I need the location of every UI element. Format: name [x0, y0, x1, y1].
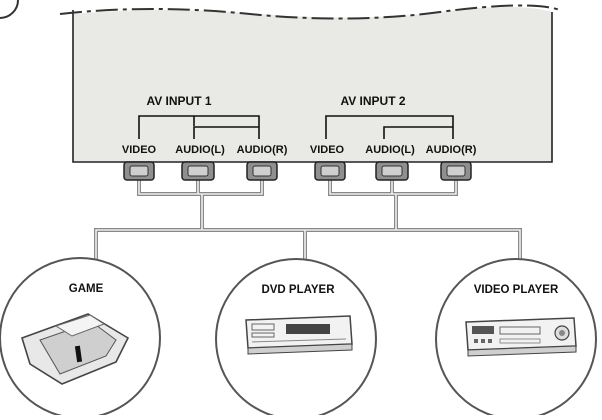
av1-video-jack — [123, 161, 155, 181]
video-player-icon — [465, 317, 577, 357]
av1-audio-right-jack — [246, 161, 278, 181]
cable-harness — [94, 178, 522, 264]
av1-audio-left-jack — [181, 161, 215, 181]
dvd-player-icon — [245, 315, 353, 355]
av1-video-label: VIDEO — [122, 144, 157, 156]
av2-video-jack — [314, 161, 346, 181]
av2-audio-left-jack — [375, 161, 409, 181]
av-input-2-title: AV INPUT 2 — [340, 94, 405, 108]
av1-audio-right-label: AUDIO(R) — [237, 144, 288, 156]
video-player-label: VIDEO PLAYER — [474, 284, 559, 296]
dvd-player-device: DVD PLAYER — [215, 258, 377, 420]
av2-audio-right-label: AUDIO(R) — [426, 144, 477, 156]
av-input-1-group: AV INPUT 1 VIDEO AUDIO(L) AUDIO(R) — [122, 94, 288, 156]
game-label: GAME — [69, 283, 104, 295]
step-marker-icon — [0, 0, 19, 19]
av2-audio-left-label: AUDIO(L) — [365, 144, 415, 156]
av-input-2-group: AV INPUT 2 VIDEO AUDIO(L) AUDIO(R) — [310, 94, 477, 156]
dvd-player-label: DVD PLAYER — [261, 284, 335, 296]
game-console-icon — [21, 313, 130, 385]
game-device: GAME — [0, 257, 161, 419]
video-player-device: VIDEO PLAYER — [435, 258, 597, 420]
av-input-1-title: AV INPUT 1 — [146, 94, 211, 108]
av2-audio-right-jack — [440, 161, 472, 181]
tv-back-panel — [59, 4, 561, 163]
av1-audio-left-label: AUDIO(L) — [175, 144, 225, 156]
av2-video-label: VIDEO — [310, 144, 345, 156]
